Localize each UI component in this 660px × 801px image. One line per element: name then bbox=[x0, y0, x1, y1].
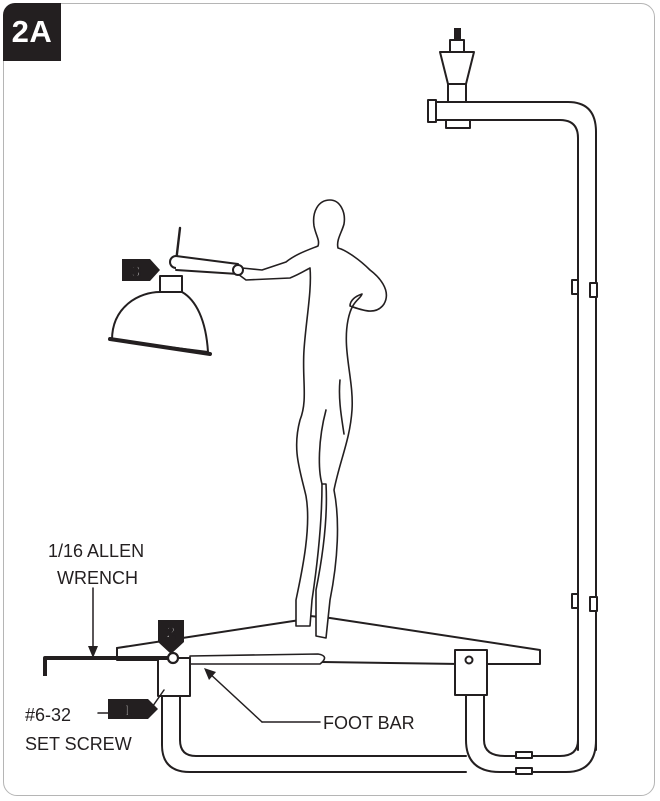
foot-bar bbox=[189, 653, 326, 665]
set-screw-hole bbox=[166, 651, 180, 665]
callout-2-number: 2 bbox=[166, 623, 175, 642]
wrench-label-line1: 1/16 ALLEN bbox=[48, 541, 144, 561]
callout-1: 1 bbox=[108, 699, 158, 721]
callout-3-number: 3 bbox=[131, 262, 140, 281]
base-frame-tube bbox=[161, 694, 467, 773]
allen-wrench bbox=[43, 656, 168, 676]
step-label: 2A bbox=[3, 3, 61, 61]
callout-3: 3 bbox=[122, 259, 160, 282]
wrench-label-line2: WRENCH bbox=[57, 568, 138, 588]
screw-label-line2: SET SCREW bbox=[25, 734, 132, 754]
light-fixture bbox=[439, 28, 475, 103]
mannequin-figure bbox=[237, 199, 388, 639]
callout-2: 2 bbox=[158, 620, 184, 654]
right-bracket bbox=[454, 649, 488, 696]
diagram-frame bbox=[3, 3, 655, 796]
callout-1-number: 1 bbox=[122, 701, 131, 720]
display-post bbox=[427, 99, 598, 775]
spot-lamp bbox=[108, 226, 244, 356]
foot-bar-label: FOOT BAR bbox=[323, 713, 415, 733]
screw-label-line1: #6-32 bbox=[25, 705, 71, 725]
